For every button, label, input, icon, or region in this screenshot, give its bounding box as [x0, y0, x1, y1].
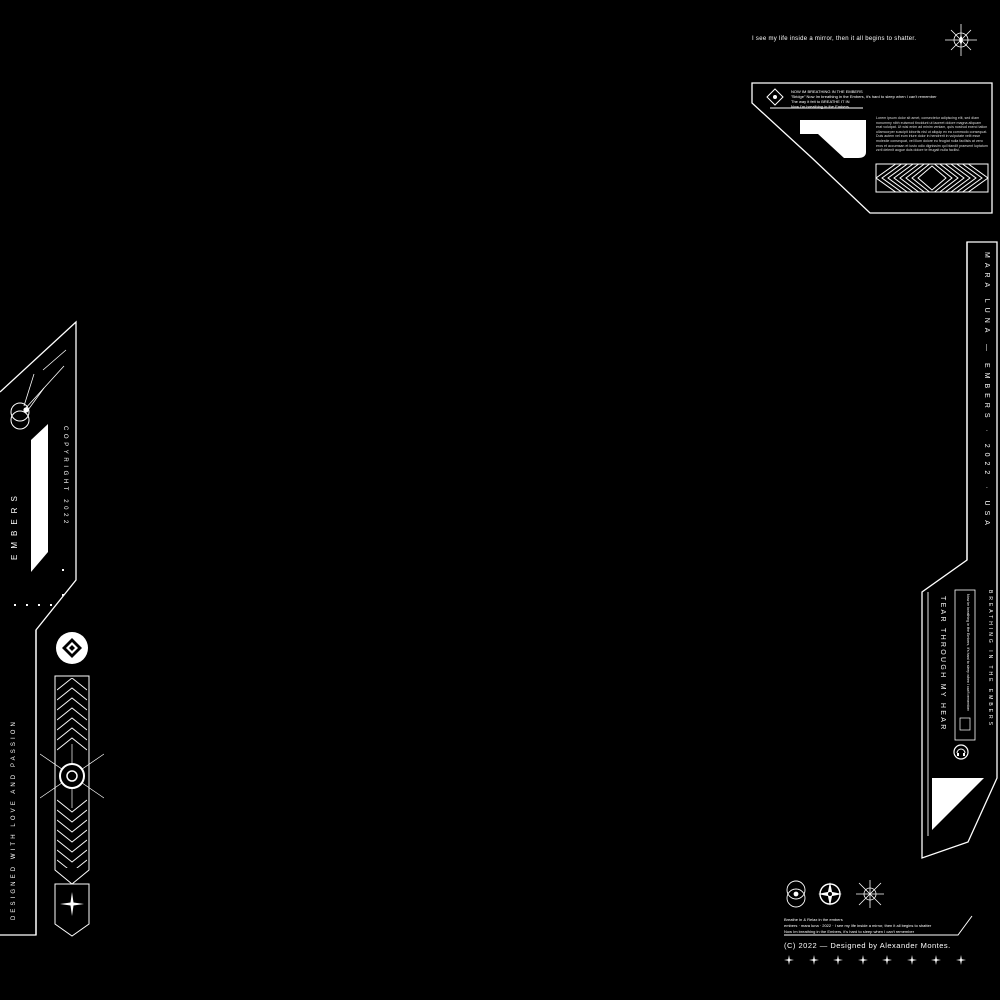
- panel-line-1: "Bridge" Now Im breathing in the Embers,…: [791, 94, 937, 99]
- panel-heading: NOW IM BREATHING IN THE EMBERS: [791, 89, 863, 94]
- spark-star-icon: [60, 892, 84, 916]
- spark-star-icon: [931, 955, 941, 965]
- spark-star-icon: [784, 955, 794, 965]
- left-vertical-copyright: COPYRIGHT 2022: [62, 426, 68, 527]
- star-row: [784, 955, 974, 969]
- compass-star-icon: [945, 24, 977, 56]
- right-vertical-title: MARA LUNA — EMBERS · 2022 · USA: [983, 252, 990, 530]
- bottom-small-text-3: Now Im breathing in the Embers, it's har…: [784, 929, 915, 934]
- starburst-icon: [856, 880, 884, 908]
- crosshair-target-icon: [40, 744, 104, 808]
- spark-star-icon: [955, 955, 966, 965]
- spark-star-icon: [833, 955, 843, 965]
- diamond-emblem-icon: [56, 632, 88, 664]
- right-vertical-lyric: TEAR THROUGH MY HEAR: [939, 596, 946, 732]
- right-vertical-small: BREATHING IN THE EMBERS: [987, 590, 993, 728]
- panel-line-2: The way it felt to BREATHE IT IN: [791, 99, 850, 104]
- panel-line-3: Now I'm breathing in the Embers: [791, 104, 849, 109]
- compass-icon: [818, 882, 842, 906]
- spark-star-icon: [808, 955, 819, 965]
- eye-icon: [786, 880, 806, 908]
- spark-star-icon: [857, 955, 868, 965]
- dot-trail: [14, 569, 64, 606]
- panel-body: Lorem ipsum dolor sit amet, consectetur …: [876, 116, 988, 153]
- right-vertical-copy: Now Im breathing in the Embers, it's har…: [966, 594, 970, 711]
- bottom-small-text-2: embers · mara luna · 2022 · I see my lif…: [784, 923, 932, 928]
- spark-star-icon: [906, 955, 917, 965]
- spark-star-icon: [882, 955, 892, 965]
- comet-icon: [23, 365, 65, 413]
- eye-diamond-icon: [766, 88, 784, 106]
- bottom-small-text-1: Breathe in & Relax in the embers: [784, 917, 843, 922]
- tagline: I see my life inside a mirror, then it a…: [752, 36, 917, 42]
- credit-line: (C) 2022 — Designed by Alexander Montes.: [784, 941, 951, 950]
- left-vertical-credit: DESIGNED WITH LOVE AND PASSION: [11, 719, 17, 920]
- left-vertical-title: EMBERS: [10, 490, 19, 560]
- headphones-icon: [953, 744, 969, 760]
